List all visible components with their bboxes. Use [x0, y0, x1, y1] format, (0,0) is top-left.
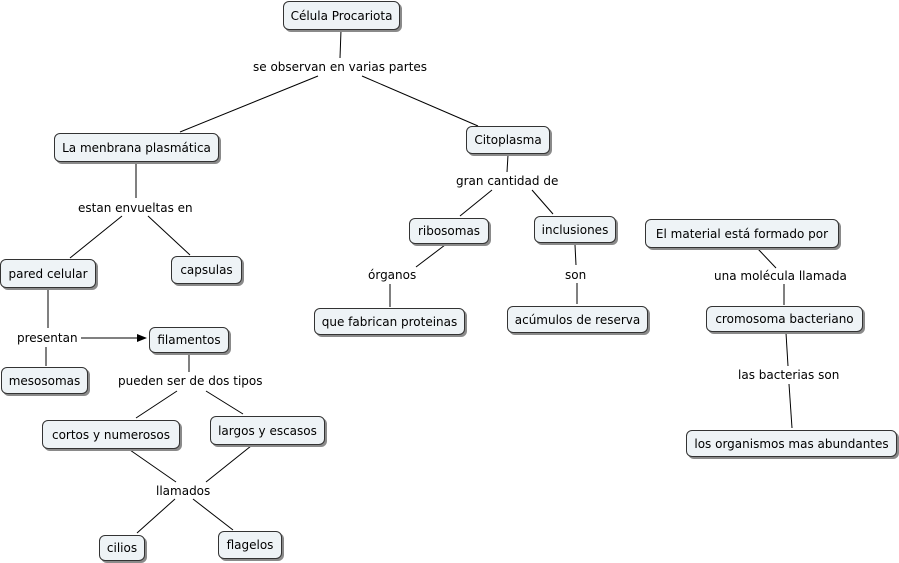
link-una-molecula: una molécula llamada [714, 269, 847, 283]
node-acumulos-reserva[interactable]: acúmulos de reserva [507, 306, 648, 333]
edge-llamados-cilios [136, 498, 176, 534]
edge-celula-observan [339, 29, 342, 59]
edge-llamados-flagelos [192, 498, 234, 531]
edge-tipos-largos [205, 390, 244, 415]
edge-envueltas-capsulas [147, 215, 191, 256]
link-estan-envueltas: estan envueltas en [78, 201, 193, 215]
link-pueden-ser: pueden ser de dos tipos [118, 374, 263, 388]
node-cortos-numerosos[interactable]: cortos y numerosos [42, 420, 180, 449]
node-capsulas[interactable]: capsulas [171, 256, 242, 284]
node-mesosomas[interactable]: mesosomas [1, 367, 88, 394]
link-llamados: llamados [156, 484, 211, 498]
node-que-fabrican-proteinas[interactable]: que fabrican proteinas [314, 308, 465, 335]
node-cromosoma-bacteriano[interactable]: cromosoma bacteriano [706, 306, 863, 332]
edge-cantidad-ribosomas [459, 189, 493, 217]
node-filamentos[interactable]: filamentos [149, 327, 229, 353]
node-ribosomas[interactable]: ribosomas [409, 218, 489, 244]
edge-observan-citoplasma [361, 75, 479, 127]
edge-cantidad-inclusiones [531, 189, 554, 215]
edge-cortos-llamados [129, 449, 177, 483]
edge-inclusiones-son [574, 244, 577, 266]
node-organismos-abundantes[interactable]: los organismos mas abundantes [686, 430, 897, 457]
node-citoplasma[interactable]: Citoplasma [466, 126, 550, 154]
edge-ribosomas-organos [415, 244, 446, 268]
edge-material-molecula [757, 248, 777, 269]
node-cilios[interactable]: cilios [99, 535, 145, 561]
link-son: son [565, 268, 587, 282]
edge-observan-membrana [179, 75, 319, 133]
edge-cromosoma-bacterias [785, 332, 789, 367]
edge-citoplasma-cantidad [506, 154, 509, 173]
edge-tipos-cortos [135, 390, 178, 419]
node-flagelos[interactable]: flagelos [218, 531, 282, 559]
link-las-bacterias: las bacterias son [738, 368, 840, 382]
node-inclusiones[interactable]: inclusiones [534, 216, 616, 243]
node-material-formado[interactable]: El material está formado por [645, 219, 839, 248]
link-gran-cantidad: gran cantidad de [456, 174, 559, 188]
edge-largos-llamados [205, 445, 252, 483]
link-organos: órganos [368, 268, 417, 282]
link-presentan: presentan [17, 331, 78, 345]
node-largos-escasos[interactable]: largos y escasos [210, 416, 325, 445]
node-membrana-plasmatica[interactable]: La menbrana plasmática [54, 133, 219, 162]
link-se-observan: se observan en varias partes [253, 60, 428, 74]
edge-envueltas-pared [69, 215, 123, 259]
edge-bacterias-organismos [788, 383, 793, 429]
node-pared-celular[interactable]: pared celular [0, 259, 96, 288]
node-celula-procariota[interactable]: Célula Procariota [283, 1, 400, 30]
